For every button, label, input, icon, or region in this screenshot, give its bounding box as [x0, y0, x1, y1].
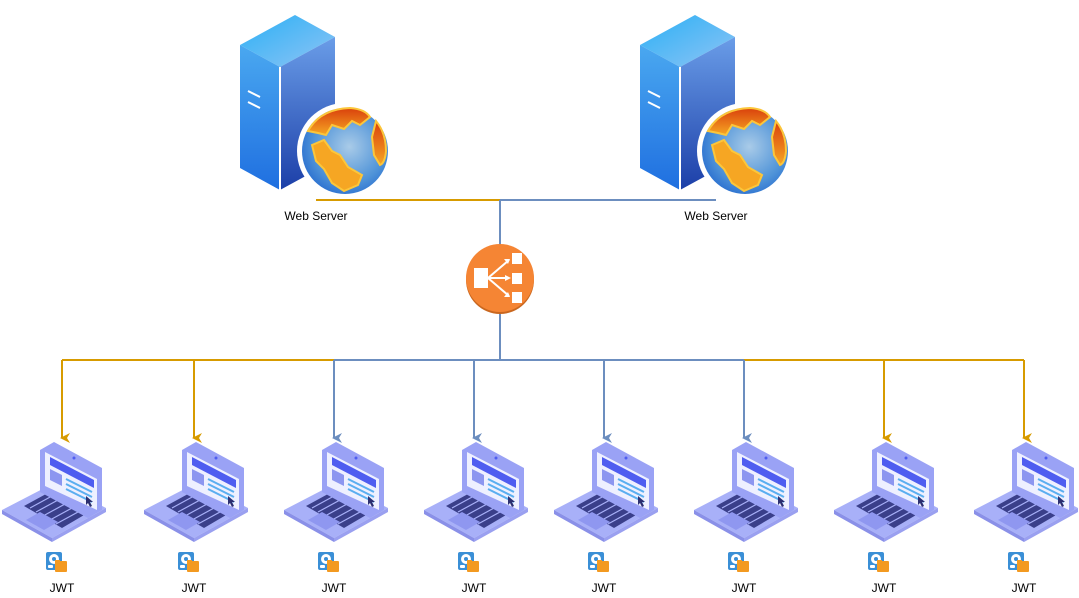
laptop-icon [693, 441, 799, 543]
load-balancer-icon [466, 244, 534, 314]
laptop-icon [833, 441, 939, 543]
laptop-icon [143, 441, 249, 543]
jwt-token-icon [728, 552, 749, 572]
jwt-label: JWT [1011, 581, 1037, 595]
jwt-label: JWT [731, 581, 757, 595]
laptop-icon [1, 441, 107, 543]
laptop-icon [423, 441, 529, 543]
jwt-label: JWT [181, 581, 207, 595]
jwt-label: JWT [49, 581, 75, 595]
jwt-token-icon [458, 552, 479, 572]
jwt-label: JWT [591, 581, 617, 595]
jwt-token-icon [1008, 552, 1029, 572]
jwt-token-icon [46, 552, 67, 572]
laptop-icon [973, 441, 1079, 543]
laptop-icon [283, 441, 389, 543]
laptop-icon [553, 441, 659, 543]
web-server-1-label: Web Server [284, 209, 348, 223]
jwt-token-icon [588, 552, 609, 572]
jwt-token-icon [868, 552, 889, 572]
jwt-label: JWT [871, 581, 897, 595]
jwt-label: JWT [321, 581, 347, 595]
jwt-token-icon [178, 552, 199, 572]
jwt-token-icon [318, 552, 339, 572]
web-server-1-icon [239, 14, 394, 200]
web-server-2-icon [639, 14, 794, 200]
web-server-2-label: Web Server [684, 209, 748, 223]
jwt-label: JWT [461, 581, 487, 595]
